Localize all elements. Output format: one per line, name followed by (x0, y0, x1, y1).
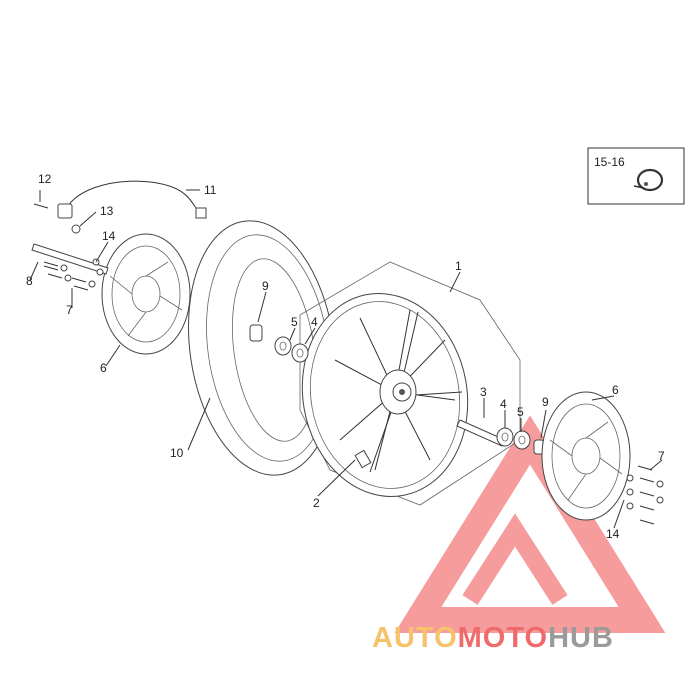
long-bolt (31, 243, 109, 275)
callout-6-right: 6 (612, 383, 619, 397)
axle (456, 419, 506, 447)
callout-14-left: 14 (102, 229, 116, 243)
right-disc-bolts (626, 465, 664, 525)
callout-11: 11 (204, 183, 217, 197)
right-brake-disc (541, 391, 631, 521)
callout-4-right: 4 (500, 397, 507, 411)
callout-10: 10 (170, 446, 184, 460)
watermark-part-moto: MOTO (458, 622, 548, 654)
callout-5-right: 5 (517, 405, 524, 419)
right-bearings (496, 427, 545, 455)
callout-3: 3 (480, 385, 487, 399)
watermark-part-auto: AUTO (372, 622, 458, 654)
rim-spokes (334, 309, 463, 473)
callout-2: 2 (313, 496, 320, 510)
callout-6-left: 6 (100, 361, 107, 375)
leader-lines (29, 189, 663, 529)
inset-box: 15-16 (587, 147, 685, 205)
watermark-part-hub: HUB (548, 622, 614, 654)
inset-label: 15-16 (594, 155, 625, 169)
rim (301, 293, 469, 497)
callout-5-left: 5 (291, 315, 298, 329)
callout-14-right: 14 (606, 527, 620, 541)
left-brake-disc (101, 233, 191, 355)
callout-12: 12 (38, 172, 52, 186)
callout-13: 13 (100, 204, 114, 218)
callout-7-left: 7 (66, 303, 73, 317)
callout-7-right: 7 (658, 449, 665, 463)
svg-text:AUTOMOTOHUB: AUTOMOTOHUB (372, 622, 614, 654)
callout-4-left: 4 (311, 315, 318, 329)
watermark-wordmark: AUTOMOTOHUB (372, 622, 614, 654)
callout-1: 1 (455, 259, 462, 273)
valve (354, 449, 372, 469)
callout-9-left: 9 (262, 279, 269, 293)
watermark-logo-mark (394, 415, 666, 633)
abs-sensor (33, 180, 207, 234)
callout-labels: 1 2 3 4 5 9 4 5 9 6 6 7 7 8 10 11 12 13 … (26, 172, 665, 541)
hose-clamp-icon (633, 168, 664, 192)
callout-9-right: 9 (542, 395, 549, 409)
left-bearings (249, 324, 309, 363)
callout-8: 8 (26, 274, 33, 288)
